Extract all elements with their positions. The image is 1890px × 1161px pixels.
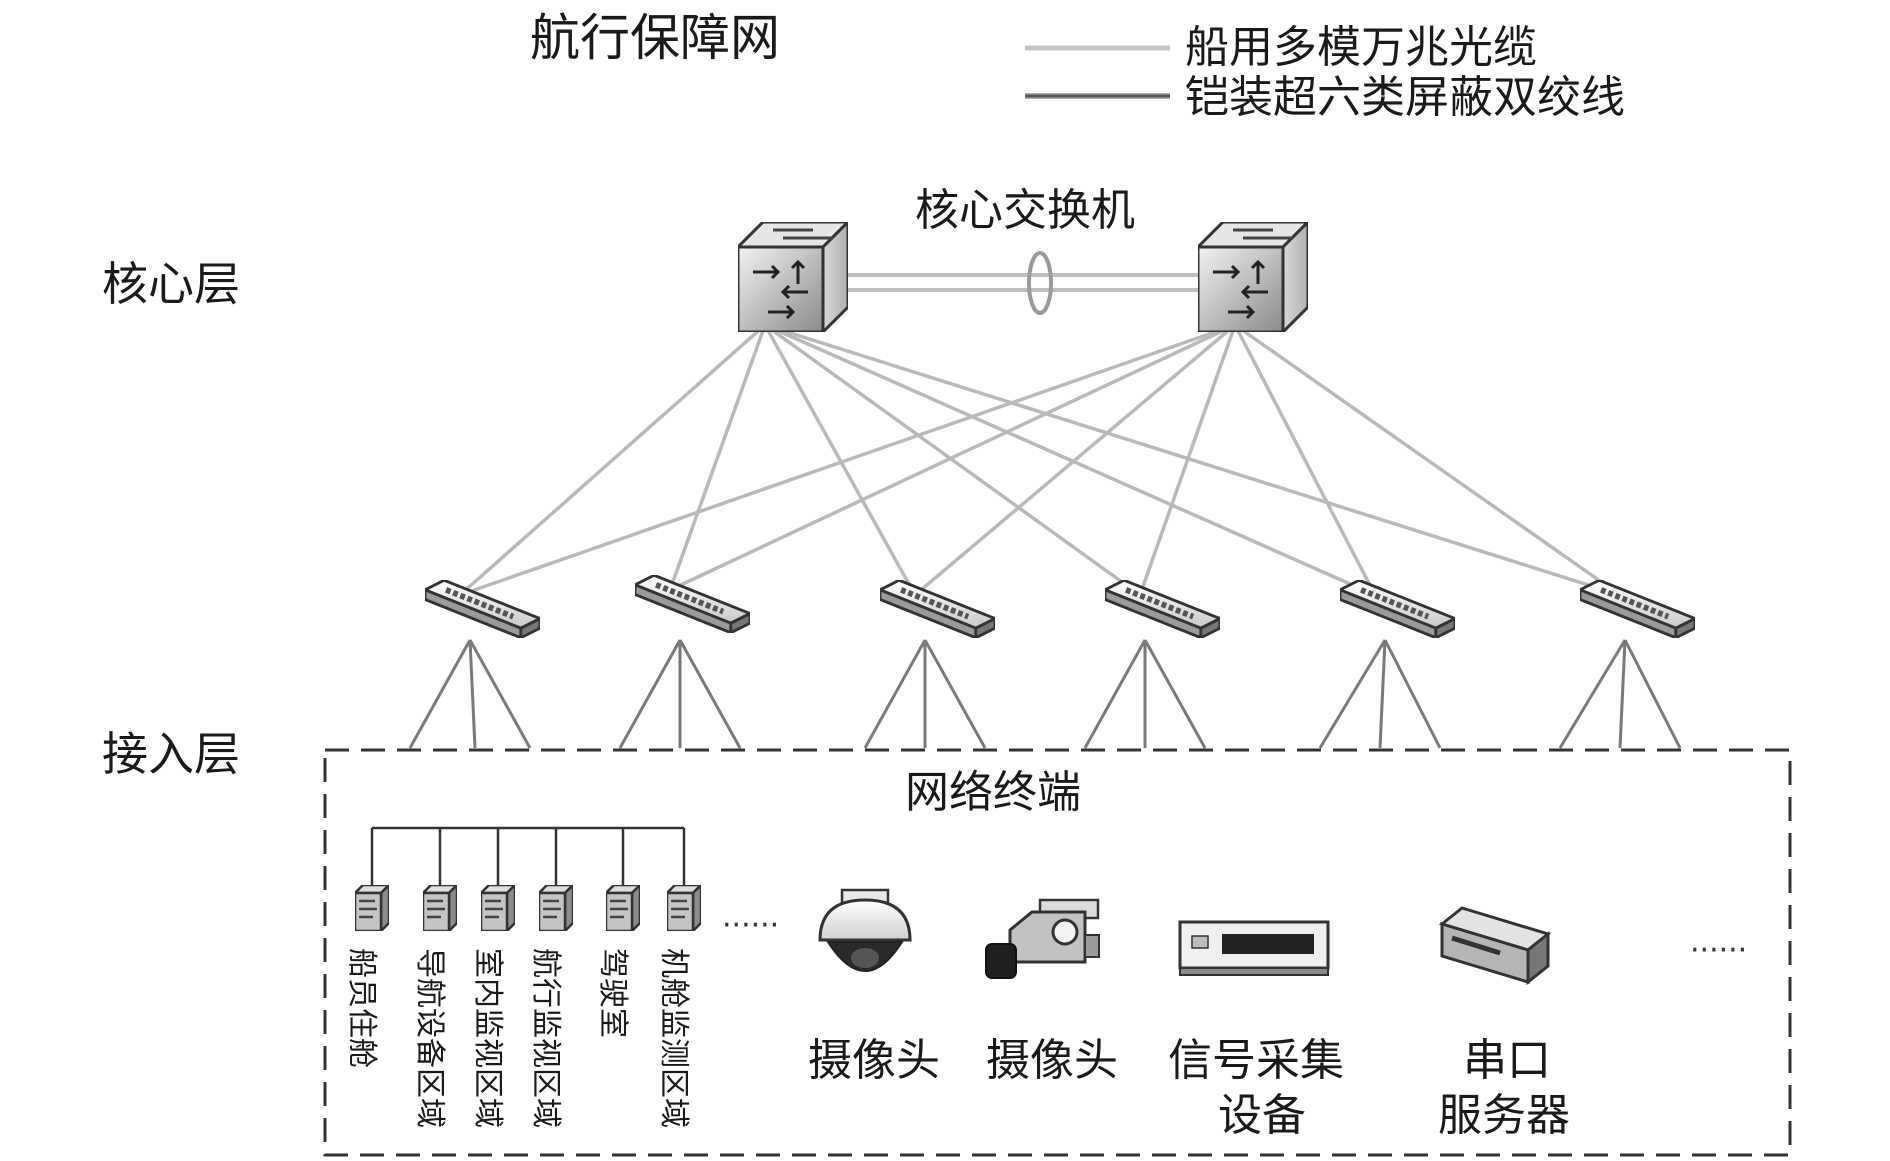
dome-camera-icon — [818, 888, 912, 972]
signal-collector-label-line2: 设备 — [1218, 1090, 1306, 1141]
area-label: 导航设备区域 — [412, 948, 447, 1128]
uplink-line — [1138, 324, 1237, 596]
access-switch-5 — [1340, 580, 1455, 638]
terminal-box-icon — [539, 885, 573, 931]
access-switch-2 — [635, 575, 750, 633]
area-bus — [370, 826, 686, 885]
area-labels: 船员住舱 导航设备区域 室内监视区域 航行监视区域 驾驶室 机舱监测区域 — [344, 948, 691, 1128]
core-switch-left — [738, 222, 848, 332]
access-switch-6 — [1580, 580, 1695, 638]
drop-lines — [1558, 639, 1682, 749]
uplink-line — [1233, 323, 1622, 597]
access-drops — [408, 639, 1682, 749]
terminal-box-icon — [667, 885, 701, 931]
signal-collector-label-line1: 信号采集 — [1168, 1035, 1344, 1086]
box-camera-icon — [985, 898, 1100, 979]
terminal-area-boundary — [323, 748, 1792, 1157]
legend-fiber-label: 船用多模万兆光缆 — [1185, 22, 1537, 73]
serial-server-label-line1: 串口 — [1463, 1035, 1551, 1086]
access-layer-label: 接入层 — [102, 727, 240, 781]
drop-lines — [863, 639, 987, 749]
diagram-title: 航行保障网 — [530, 9, 780, 67]
drop-lines — [1083, 639, 1207, 749]
uplink-line — [669, 323, 1236, 592]
terminal-box-icon — [606, 885, 640, 931]
uplink-line — [764, 323, 1376, 597]
uplink-line — [764, 323, 1621, 597]
terminal-area-label: 网络终端 — [905, 767, 1081, 818]
area-label: 船员住舱 — [344, 948, 379, 1068]
area-label: 驾驶室 — [595, 948, 630, 1038]
terminal-box-icon — [355, 885, 389, 931]
access-switch-3 — [880, 580, 995, 638]
legend: 船用多模万兆光缆 铠装超六类屏蔽双绞线 — [1025, 22, 1625, 123]
uplink-line — [668, 324, 767, 591]
serial-server-icon — [1438, 906, 1552, 986]
dome-camera-label: 摄像头 — [808, 1035, 940, 1086]
legend-twisted-label: 铠装超六类屏蔽双绞线 — [1185, 72, 1625, 123]
ellipsis-marker: ······ — [722, 908, 779, 943]
uplink-line — [458, 323, 767, 597]
area-label: 室内监视区域 — [470, 948, 505, 1128]
uplink-line — [763, 324, 917, 596]
uplink-line — [459, 323, 1236, 597]
uplink-line — [913, 323, 1237, 597]
device-labels: 摄像头 摄像头 信号采集 设备 串口 服务器 — [808, 1035, 1570, 1141]
drop-lines — [408, 639, 532, 749]
terminal-box-icon — [423, 885, 457, 931]
core-layer-label: 核心层 — [102, 257, 240, 311]
drop-lines — [618, 639, 742, 749]
area-label: 机舱监测区域 — [656, 948, 691, 1128]
serial-server-label-line2: 服务器 — [1438, 1090, 1570, 1141]
uplink-line — [1233, 324, 1377, 596]
access-switch-4 — [1105, 580, 1220, 638]
drop-lines — [1318, 639, 1442, 749]
link-aggregation-ellipse — [1027, 251, 1053, 315]
core-switch-right — [1198, 222, 1308, 332]
uplink-line — [763, 323, 1142, 597]
area-label: 航行监视区域 — [528, 948, 563, 1128]
ellipsis-marker: ······ — [1690, 933, 1747, 968]
fiber-uplinks — [458, 323, 1622, 597]
box-camera-label: 摄像头 — [986, 1035, 1118, 1086]
terminal-box-icon — [481, 885, 515, 931]
signal-collector-icon — [1178, 920, 1330, 976]
core-switch-label: 核心交换机 — [915, 185, 1135, 236]
core-interlink — [840, 251, 1210, 315]
